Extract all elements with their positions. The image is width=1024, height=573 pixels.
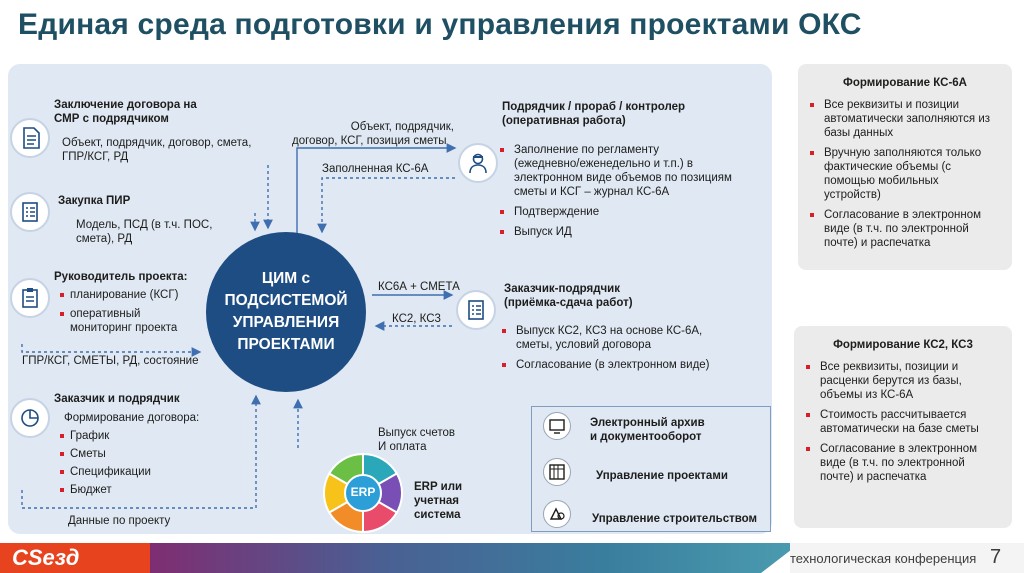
customer-title: Заказчик и подрядчик xyxy=(54,393,180,405)
customer-flow-label: Данные по проекту xyxy=(68,515,171,527)
ks6a-item: Согласование в электронном виде (в т.ч. … xyxy=(810,208,998,250)
flow-ks23-label: КС2, КС3 xyxy=(392,313,441,325)
ks6a-item: Все реквизиты и позиции автоматически за… xyxy=(810,98,998,140)
conference-logo: CSезд xyxy=(12,545,80,570)
footer-gradient-bar xyxy=(150,543,800,573)
page-number: 7 xyxy=(990,546,1002,568)
checklist-icon xyxy=(10,192,50,232)
contractor-bullets: Заполнение по регламенту(ежедневно/ежене… xyxy=(500,143,760,239)
project-management-icon xyxy=(543,458,571,486)
archive-icon xyxy=(543,412,571,440)
ks6a-panel-title: Формирование КС-6А xyxy=(843,77,967,89)
construction-management-label: Управление строительством xyxy=(592,513,758,525)
page-title: Единая среда подготовки и управления про… xyxy=(18,8,862,41)
pir-data: Модель, ПСД (в т.ч. ПОС,смета), РД xyxy=(76,219,213,245)
flow-ks6a-label: Заполненная КС-6А xyxy=(322,163,429,175)
erp-wheel-icon xyxy=(322,452,404,534)
flow-ks6a-smeta-label: КС6А + СМЕТА xyxy=(378,281,460,293)
ks6a-panel: Формирование КС-6А Все реквизиты и позиц… xyxy=(798,64,1012,270)
flow-to-contractor-label-2: договор, КСГ, позиция сметы xyxy=(292,135,447,147)
document-icon xyxy=(10,118,50,158)
construction-management-icon xyxy=(543,500,571,528)
pir-title: Закупка ПИР xyxy=(58,195,131,207)
ks6a-item: Вручную заполняются только фактические о… xyxy=(810,146,998,202)
client-bullets: Выпуск КС2, КС3 на основе КС-6А,сметы, у… xyxy=(502,324,762,372)
ks23-panel-title: Формирование КС2, КС3 xyxy=(833,339,973,351)
clipboard-icon xyxy=(10,278,50,318)
client-title: Заказчик-подрядчик(приёмка-сдача работ) xyxy=(504,283,633,309)
project-management-label: Управление проектами xyxy=(596,470,728,482)
footer-right-bar xyxy=(790,543,1024,573)
erp-label: ERP xyxy=(350,485,376,499)
central-bim-node: ЦИМ с ПОДСИСТЕМОЙ УПРАВЛЕНИЯ ПРОЕКТАМИ xyxy=(206,232,366,392)
manager-title: Руководитель проекта: xyxy=(54,271,188,283)
customer-items: График Сметы Спецификации Бюджет xyxy=(60,429,151,497)
ks23-panel: Формирование КС2, КС3 Все реквизиты, поз… xyxy=(794,326,1012,528)
customer-text: Формирование договора: xyxy=(64,412,200,424)
contract-data: Объект, подрядчик, договор, смета,ГПР/КС… xyxy=(62,137,252,163)
form-list-icon xyxy=(456,290,496,330)
footer-logo-bar: CSезд xyxy=(0,543,150,573)
ks23-item: Все реквизиты, позиции и расценки берутс… xyxy=(806,360,998,402)
ks23-item: Стоимость рассчитывается автоматически н… xyxy=(806,408,998,436)
footer-conference-label: технологическая конференция xyxy=(790,551,977,566)
ks23-item: Согласование в электронном виде (в т.ч. … xyxy=(806,442,998,484)
pie-chart-icon xyxy=(10,398,50,438)
flow-to-contractor-label: Объект, подрядчик, xyxy=(350,121,454,133)
systems-box xyxy=(531,406,771,532)
contractor-title: Подрядчик / прораб / контролер(оперативн… xyxy=(502,101,686,127)
manager-flow-label: ГПР/КСГ, СМЕТЫ, РД, состояние xyxy=(22,355,199,367)
worker-icon xyxy=(458,143,498,183)
